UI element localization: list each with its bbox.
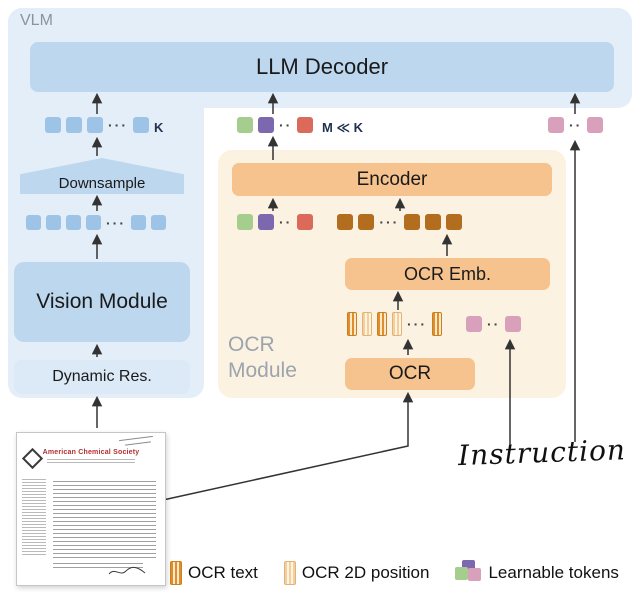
ocr-text-token: [347, 312, 357, 336]
token-row-encoder-input: ·····: [237, 214, 463, 230]
document-subheader-lines: [47, 459, 135, 465]
purple-token: [258, 117, 274, 133]
blue-token: [66, 117, 82, 133]
document-signature: [108, 566, 146, 575]
ocr-2d-position-token-icon: [283, 561, 296, 585]
ellipsis: ··: [279, 117, 293, 133]
legend-label-learnable-tokens: Learnable tokens: [488, 563, 619, 582]
input-document-thumbnail: American Chemical Society: [16, 432, 166, 586]
ocr-emb-box: OCR Emb.: [345, 258, 550, 290]
brown-token: [358, 214, 375, 230]
pink-token: [587, 117, 604, 133]
legend-item-learnable-tokens: Learnable tokens: [455, 560, 619, 586]
instruction-label: Instruction: [457, 433, 627, 473]
ellipsis: ··: [569, 117, 583, 133]
token-row-ocr-emb-input: ·····: [347, 312, 522, 336]
ellipsis: ···: [108, 117, 128, 133]
llm-decoder-box: LLM Decoder: [30, 42, 614, 92]
pink-token: [548, 117, 564, 133]
blue-token: [131, 215, 146, 230]
ocr-box: OCR: [345, 358, 475, 390]
red-token: [297, 117, 314, 133]
red-token: [297, 214, 314, 230]
document-body-lines: [53, 481, 156, 559]
legend-label-ocr-2d-position: OCR 2D position: [301, 563, 430, 582]
learnable-token-pink: [468, 568, 482, 581]
document-closing-lines: [53, 563, 143, 571]
vlm-label: VLM: [20, 12, 53, 29]
purple-token: [258, 214, 274, 230]
document-sidebar-lines: [22, 479, 46, 557]
learnable-token-green: [455, 567, 469, 580]
token-gap: [318, 222, 332, 223]
pink-token: [505, 316, 522, 332]
m-count-label: M ≪ K: [322, 120, 364, 135]
ocr-text-token: [377, 312, 387, 336]
blue-token: [133, 117, 149, 133]
ocr-module-label-line1: OCR: [228, 333, 275, 356]
brown-token: [404, 214, 421, 230]
blue-token: [87, 117, 103, 133]
blue-token: [46, 215, 61, 230]
token-gap: [447, 324, 461, 325]
llm-decoder-label: LLM Decoder: [255, 54, 389, 79]
blue-token: [66, 215, 81, 230]
k-count-label: K: [154, 120, 164, 135]
blue-token: [86, 215, 101, 230]
ocr-label: OCR: [388, 363, 432, 384]
ocr-emb-label: OCR Emb.: [403, 263, 491, 284]
ocr-module-label-line2: Module: [228, 359, 297, 382]
ellipsis: ···: [379, 214, 400, 230]
ellipsis: ··: [487, 316, 501, 332]
encoder-box: Encoder: [232, 163, 552, 196]
encoder-label: Encoder: [356, 168, 428, 190]
green-token: [237, 117, 253, 133]
ocr-2d-position-token: [362, 312, 372, 336]
pink-token: [466, 316, 482, 332]
ellipsis: ···: [106, 214, 126, 231]
downsample-label: Downsample: [58, 175, 146, 192]
brown-token: [337, 214, 354, 230]
document-handwritten-note: [115, 435, 159, 446]
brown-token: [425, 214, 442, 230]
vision-module-box: Vision Module: [14, 262, 190, 342]
legend-label-ocr-text: OCR text: [188, 563, 258, 582]
dynamic-res-label: Dynamic Res.: [52, 368, 152, 385]
dynamic-res-box: Dynamic Res.: [14, 360, 190, 394]
blue-token: [45, 117, 61, 133]
ocr-2d-position-token: [392, 312, 402, 336]
blue-token: [151, 215, 166, 230]
token-row-visual-k: ···: [45, 117, 149, 133]
learnable-tokens-icon: [455, 560, 482, 586]
ocr-text-token-icon: [170, 561, 182, 585]
document-header: American Chemical Society: [42, 449, 140, 456]
token-row-compressed-m: ··: [237, 117, 314, 133]
ellipsis: ··: [279, 214, 293, 230]
token-row-instruction-top: ··: [548, 117, 604, 133]
legend: OCR text OCR 2D position Learnable token…: [170, 560, 619, 586]
token-row-vision-output: ···: [26, 215, 166, 230]
ellipsis: ···: [407, 316, 427, 332]
vision-module-label: Vision Module: [36, 290, 168, 313]
brown-token: [446, 214, 463, 230]
ocr-module-label: OCR Module: [228, 332, 297, 384]
legend-item-ocr-2d-position: OCR 2D position: [283, 561, 430, 585]
legend-item-ocr-text: OCR text: [170, 561, 258, 585]
green-token: [237, 214, 253, 230]
blue-token: [26, 215, 41, 230]
ocr-text-token: [432, 312, 442, 336]
